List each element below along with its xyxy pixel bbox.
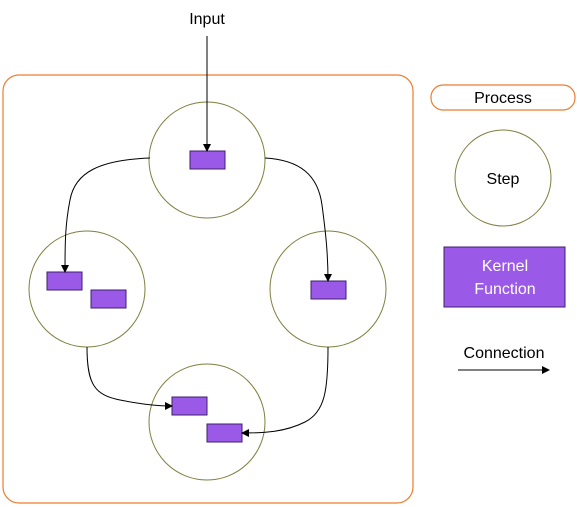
kernel-block-left-1 (46, 271, 83, 291)
process-container (2, 74, 414, 504)
legend-step-label: Step (487, 171, 520, 188)
kernel-block-right (310, 280, 347, 300)
legend-step-swatch (454, 129, 552, 227)
connection-top-to-left (61, 157, 151, 273)
connection-top-to-right (264, 157, 332, 282)
kernel-block-bottom-1 (171, 396, 208, 416)
legend-process-label: Process (474, 90, 532, 107)
legend-kernel-label-line2: Function (474, 281, 535, 298)
step-circle-left (28, 230, 146, 348)
legend-kernel-label-line1: Kernel (482, 258, 528, 275)
kernel-block-bottom-2 (206, 423, 243, 443)
kernel-block-top (189, 150, 226, 170)
input-label: Input (189, 11, 225, 28)
connection-left-to-bottom (86, 346, 173, 410)
legend: Process Step Kernel Function Connection (430, 84, 576, 374)
legend-process-swatch (430, 84, 576, 111)
kernel-block-left-2 (90, 289, 127, 309)
step-circle-bottom (148, 363, 266, 481)
legend-kernel-swatch (443, 246, 566, 308)
connection-right-to-bottom (241, 346, 329, 437)
legend-connection-label: Connection (464, 345, 545, 362)
